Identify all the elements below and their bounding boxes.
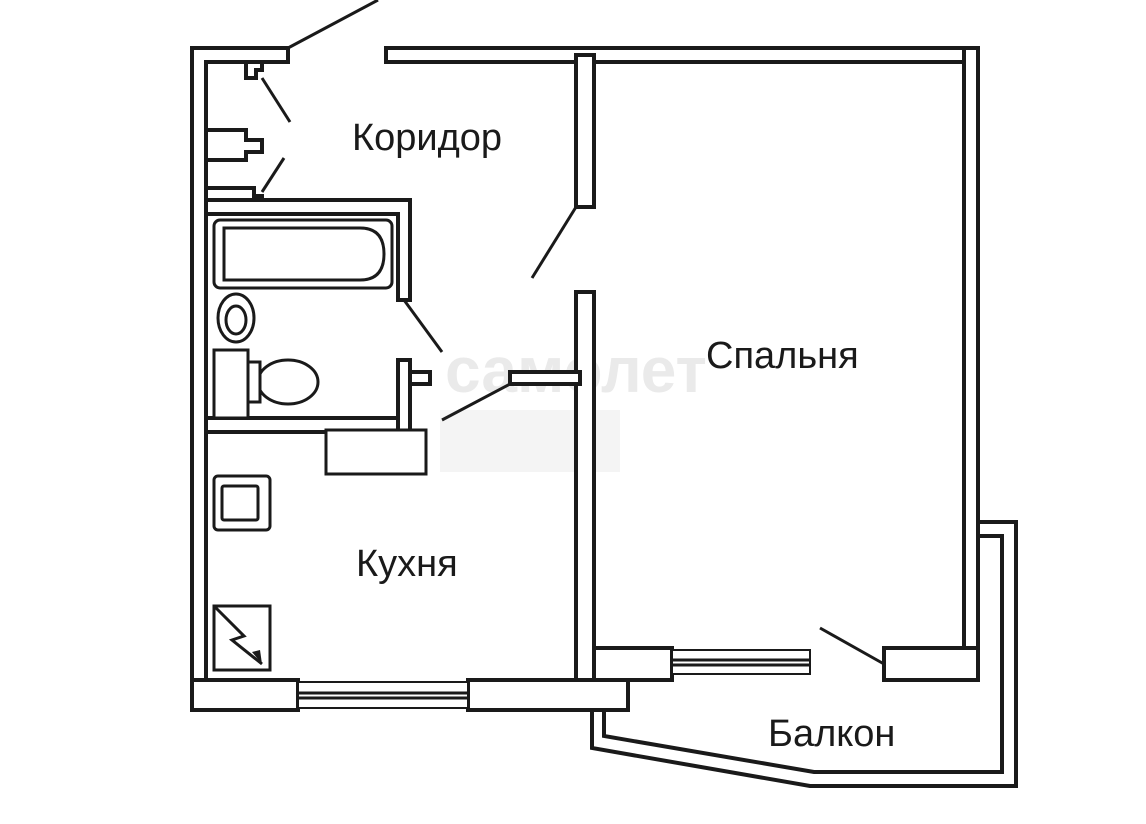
balcony-door — [819, 626, 885, 666]
kitchen-label: Кухня — [356, 543, 458, 585]
balcony — [590, 520, 1018, 788]
bedroom-door — [530, 206, 578, 279]
bedroom-window — [671, 649, 811, 675]
kitchen-window — [297, 681, 469, 709]
watermark: самолет — [440, 334, 707, 472]
door-leaves — [260, 77, 885, 666]
closet-door-upper — [260, 77, 292, 123]
stove-icon — [212, 604, 272, 672]
balcony-label: Балкон — [768, 713, 895, 755]
kitchen-sink-icon — [212, 474, 272, 532]
interior-walls — [204, 53, 596, 682]
windows — [297, 649, 811, 709]
bathroom-door — [402, 299, 444, 353]
bedroom-label: Спальня — [706, 335, 859, 377]
kitchen-door — [441, 382, 511, 422]
bathtub-icon — [212, 218, 394, 290]
corridor-label: Коридор — [352, 117, 502, 159]
closet-door-lower — [260, 157, 286, 193]
outer-walls — [190, 0, 980, 712]
sink-icon — [216, 292, 256, 344]
toilet-icon — [212, 348, 320, 420]
